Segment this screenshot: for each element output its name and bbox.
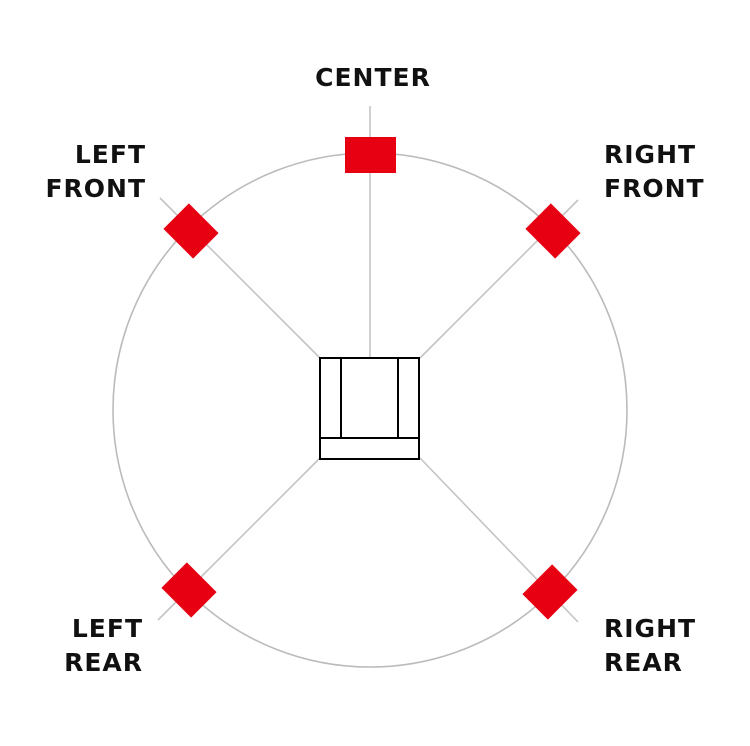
label-left-front-line1: LEFT <box>75 140 146 169</box>
left-front-speaker-icon <box>163 203 219 259</box>
label-right-front-line2: FRONT <box>604 174 705 203</box>
label-left-rear-line1: LEFT <box>72 614 143 643</box>
right-rear-speaker-icon <box>522 564 578 620</box>
label-right-front-line1: RIGHT <box>604 140 696 169</box>
label-left-rear-line2: REAR <box>64 648 143 677</box>
chair-outline <box>319 357 420 460</box>
right-front-speaker-icon <box>525 203 581 259</box>
listener-chair-icon <box>319 357 420 460</box>
left-rear-speaker-icon <box>161 562 217 618</box>
label-center: CENTER <box>315 63 431 92</box>
label-right-rear-line2: REAR <box>604 648 683 677</box>
label-left-front-line2: FRONT <box>45 174 146 203</box>
label-right-rear-line1: RIGHT <box>604 614 696 643</box>
center-speaker-icon <box>345 137 396 173</box>
